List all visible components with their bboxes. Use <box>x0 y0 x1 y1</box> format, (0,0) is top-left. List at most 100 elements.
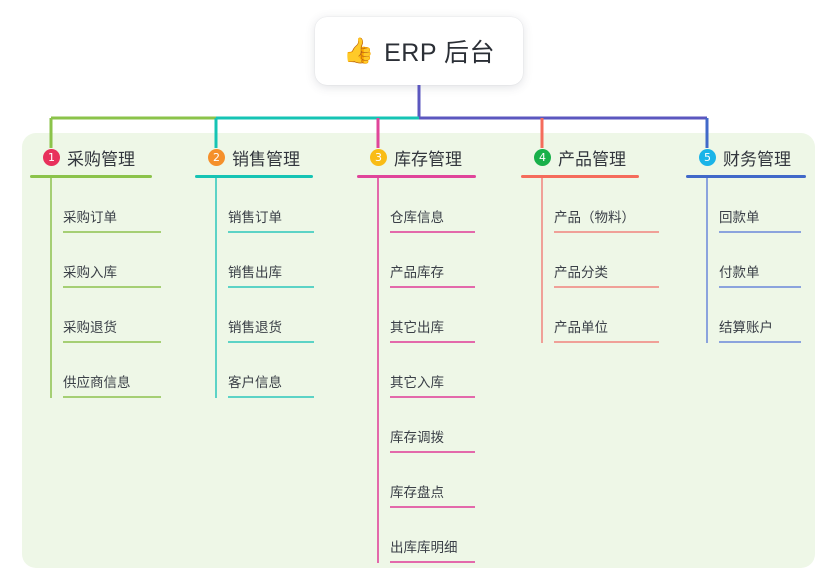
leaf-item[interactable]: 产品（物料） <box>541 178 659 233</box>
leaf-item[interactable]: 回款单 <box>706 178 806 233</box>
branch-underline-3 <box>357 175 476 178</box>
leaf-underline <box>63 231 161 233</box>
branch-underline-5 <box>686 175 806 178</box>
leaf-spine-2 <box>215 178 217 398</box>
leaf-item[interactable]: 仓库信息 <box>377 178 476 233</box>
leaf-spine-1 <box>50 178 52 398</box>
leaf-spine-4 <box>541 178 543 343</box>
leaf-underline <box>554 341 659 343</box>
leaf-underline <box>63 286 161 288</box>
branch-label-2: 销售管理 <box>232 149 300 169</box>
leaf-item[interactable]: 采购退货 <box>50 288 161 343</box>
branch-column-3: 3 库存管理仓库信息产品库存其它出库其它入库库存调拨库存盘点出库库明细 <box>357 143 476 563</box>
leaf-item[interactable]: 产品单位 <box>541 288 659 343</box>
leaf-label: 采购入库 <box>63 265 117 281</box>
leaf-underline <box>554 231 659 233</box>
branch-label-4: 产品管理 <box>558 149 626 169</box>
leaf-item[interactable]: 供应商信息 <box>50 343 161 398</box>
leaf-item[interactable]: 采购入库 <box>50 233 161 288</box>
branch-badge-5: 5 <box>699 148 716 166</box>
branch-column-5: 5 财务管理回款单付款单结算账户 <box>686 143 806 343</box>
leaf-underline <box>390 396 475 398</box>
leaf-underline <box>719 231 801 233</box>
leaf-underline <box>719 286 801 288</box>
leaf-list-3: 仓库信息产品库存其它出库其它入库库存调拨库存盘点出库库明细 <box>357 178 476 563</box>
branch-badge-1: 1 <box>43 148 60 166</box>
leaf-item[interactable]: 产品库存 <box>377 233 476 288</box>
leaf-item[interactable]: 付款单 <box>706 233 806 288</box>
leaf-label: 客户信息 <box>228 375 282 391</box>
leaf-list-4: 产品（物料） 产品分类产品单位 <box>521 178 659 343</box>
leaf-label: 库存盘点 <box>390 485 444 501</box>
leaf-label: 付款单 <box>719 265 760 281</box>
branch-underline-1 <box>30 175 152 178</box>
leaf-label: 结算账户 <box>719 320 773 336</box>
leaf-item[interactable]: 其它出库 <box>377 288 476 343</box>
leaf-underline <box>554 286 659 288</box>
leaf-label: 出库库明细 <box>390 540 458 556</box>
leaf-spine-3 <box>377 178 379 563</box>
leaf-item[interactable]: 销售出库 <box>215 233 314 288</box>
leaf-underline <box>228 286 314 288</box>
leaf-label: 采购订单 <box>63 210 117 226</box>
branch-label-1: 采购管理 <box>67 149 135 169</box>
leaf-underline <box>390 231 475 233</box>
leaf-underline <box>719 341 801 343</box>
branches-panel <box>22 133 815 568</box>
thumbs-up-icon: 👍 <box>342 36 375 65</box>
leaf-underline <box>390 341 475 343</box>
leaf-label: 供应商信息 <box>63 375 131 391</box>
branch-column-4: 4 产品管理产品（物料） 产品分类产品单位 <box>521 143 659 343</box>
leaf-item[interactable]: 采购订单 <box>50 178 161 233</box>
leaf-label: 其它出库 <box>390 320 444 336</box>
leaf-item[interactable]: 其它入库 <box>377 343 476 398</box>
leaf-item[interactable]: 结算账户 <box>706 288 806 343</box>
leaf-label: 回款单 <box>719 210 760 226</box>
branch-header-5[interactable]: 5 财务管理 <box>686 143 806 171</box>
leaf-item[interactable]: 客户信息 <box>215 343 314 398</box>
leaf-item[interactable]: 产品分类 <box>541 233 659 288</box>
branch-badge-4: 4 <box>534 148 551 166</box>
leaf-list-2: 销售订单销售出库销售退货客户信息 <box>195 178 314 398</box>
leaf-label: 仓库信息 <box>390 210 444 226</box>
leaf-underline <box>63 341 161 343</box>
branch-badge-3: 3 <box>370 148 387 166</box>
leaf-spine-5 <box>706 178 708 343</box>
leaf-label: 库存调拨 <box>390 430 444 446</box>
branch-underline-2 <box>195 175 313 178</box>
leaf-label: 产品分类 <box>554 265 608 281</box>
leaf-underline <box>390 561 475 563</box>
leaf-item[interactable]: 销售订单 <box>215 178 314 233</box>
leaf-list-1: 采购订单采购入库采购退货供应商信息 <box>30 178 161 398</box>
leaf-label: 其它入库 <box>390 375 444 391</box>
branch-underline-4 <box>521 175 639 178</box>
root-node-title: ERP 后台 <box>384 39 496 67</box>
leaf-underline <box>63 396 161 398</box>
leaf-label: 销售退货 <box>228 320 282 336</box>
leaf-label: 销售出库 <box>228 265 282 281</box>
leaf-item[interactable]: 出库库明细 <box>377 508 476 563</box>
leaf-underline <box>228 396 314 398</box>
leaf-label: 产品单位 <box>554 320 608 336</box>
leaf-label: 销售订单 <box>228 210 282 226</box>
leaf-label: 产品库存 <box>390 265 444 281</box>
leaf-list-5: 回款单付款单结算账户 <box>686 178 806 343</box>
leaf-underline <box>390 451 475 453</box>
root-node-card[interactable]: 👍 ERP 后台 <box>315 17 523 85</box>
branch-header-3[interactable]: 3 库存管理 <box>357 143 476 171</box>
leaf-item[interactable]: 库存调拨 <box>377 398 476 453</box>
leaf-underline <box>390 506 475 508</box>
leaf-underline <box>228 231 314 233</box>
branch-header-4[interactable]: 4 产品管理 <box>521 143 659 171</box>
branch-label-3: 库存管理 <box>394 149 462 169</box>
branch-header-1[interactable]: 1 采购管理 <box>30 143 161 171</box>
leaf-label: 采购退货 <box>63 320 117 336</box>
branch-label-5: 财务管理 <box>723 149 791 169</box>
leaf-underline <box>390 286 475 288</box>
leaf-label: 产品（物料） <box>554 210 635 226</box>
leaf-item[interactable]: 销售退货 <box>215 288 314 343</box>
leaf-item[interactable]: 库存盘点 <box>377 453 476 508</box>
